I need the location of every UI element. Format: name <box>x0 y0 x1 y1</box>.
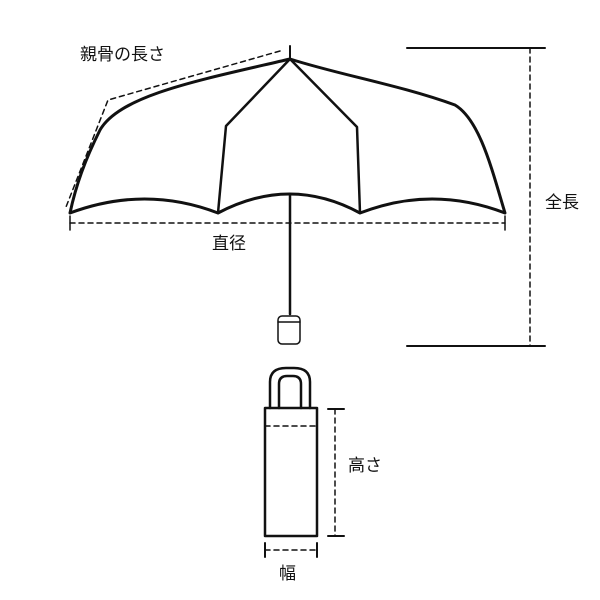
total-length-label: 全長 <box>545 193 579 213</box>
rib-length-label: 親骨の長さ <box>80 45 165 65</box>
storage-bag <box>263 366 319 538</box>
bag-strap-outer <box>268 366 312 410</box>
bag-height-measure <box>327 408 345 537</box>
bag-height-label: 高さ <box>348 456 382 476</box>
bag-strap-inner <box>277 374 303 410</box>
diameter-label: 直径 <box>212 234 246 254</box>
diameter-measure <box>69 215 506 231</box>
canopy-outline <box>68 57 507 215</box>
umbrella-canopy <box>68 45 507 215</box>
total-length-measure <box>406 47 546 347</box>
rib-length-dashed-line <box>65 50 281 208</box>
bag-width-label: 幅 <box>279 564 296 584</box>
bag-body <box>263 406 319 538</box>
bag-width-measure <box>264 542 318 558</box>
canopy-fold-left <box>216 57 292 215</box>
umbrella-handle <box>277 315 301 345</box>
canopy-fold-right <box>288 57 362 215</box>
